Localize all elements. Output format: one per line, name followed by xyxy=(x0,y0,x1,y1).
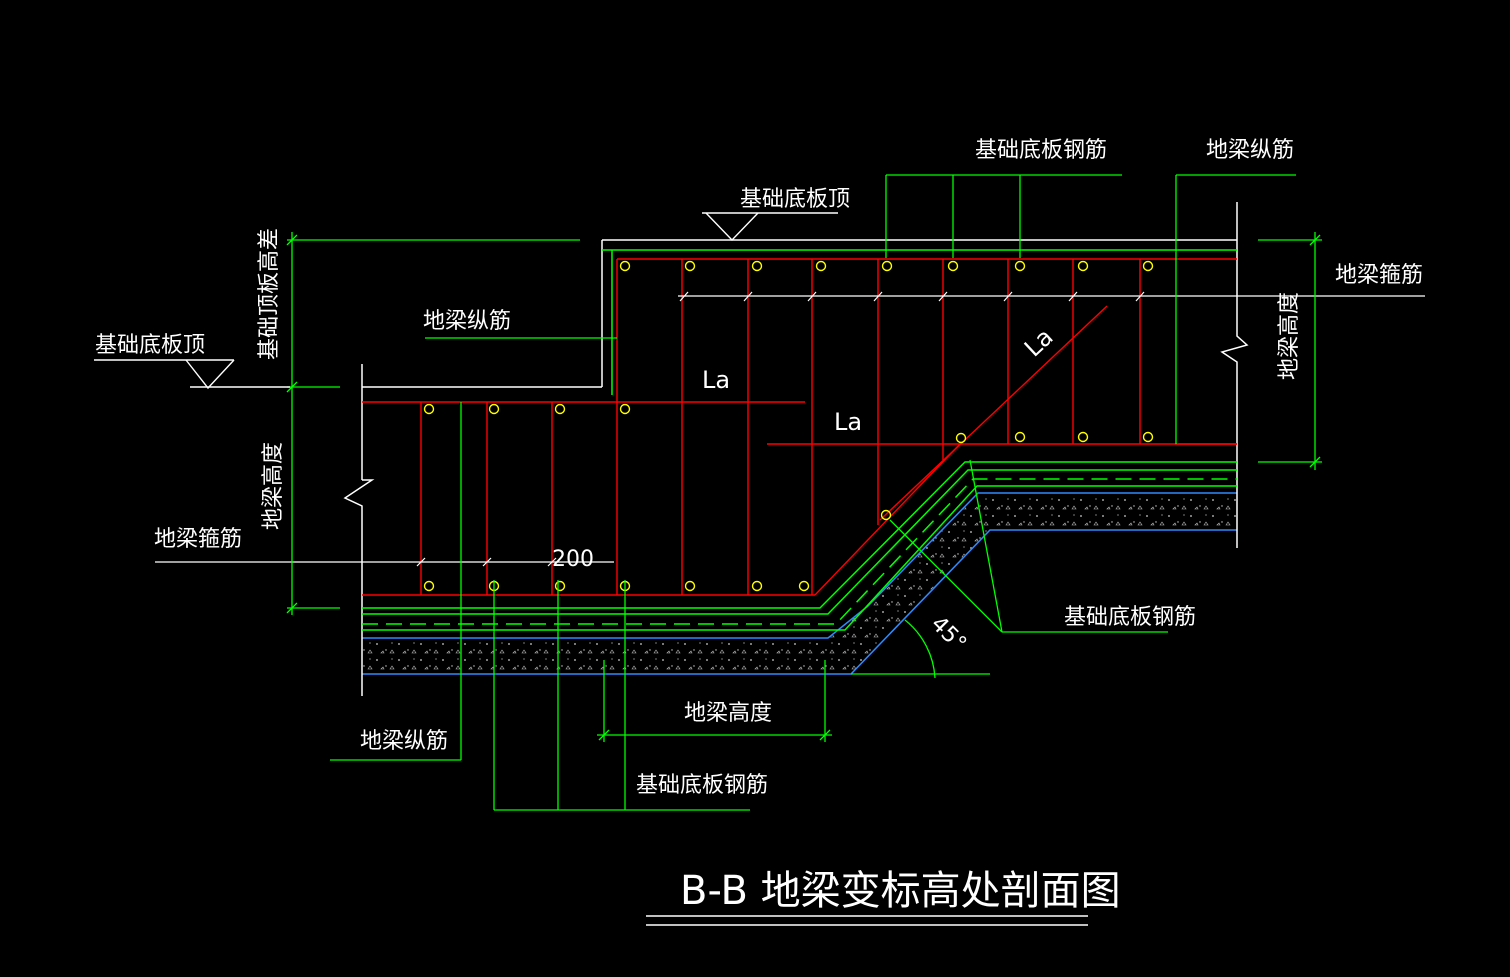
label-la-1: La xyxy=(702,366,730,394)
label-slab-top-left: 基础底板顶 xyxy=(95,333,205,358)
label-slab-bar-bottom: 基础底板钢筋 xyxy=(636,773,768,798)
dim-ticks xyxy=(286,234,1321,741)
label-beam-height-left: 地梁高度 xyxy=(261,442,286,530)
slab-rebar-lines xyxy=(362,249,1237,631)
label-la-2: La xyxy=(834,408,862,436)
label-beam-long-top: 地梁纵筋 xyxy=(1206,138,1294,163)
elevation-symbol-upper xyxy=(702,212,838,242)
beam-rebar xyxy=(362,258,1237,596)
label-beam-height-right: 地梁高度 xyxy=(1277,292,1302,380)
label-beam-stirrup-right: 地梁箍筋 xyxy=(1335,263,1423,288)
label-beam-long-left: 地梁纵筋 xyxy=(423,309,511,334)
title-underline xyxy=(646,915,1088,926)
label-beam-stirrup-left: 地梁箍筋 xyxy=(154,527,242,552)
label-slab-top-diff: 基础顶板高差 xyxy=(257,228,282,360)
leader-lines xyxy=(287,174,1322,811)
label-beam-long-bottom: 地梁纵筋 xyxy=(360,729,448,754)
label-slab-bar-top: 基础底板钢筋 xyxy=(975,138,1107,163)
label-slab-bar-right: 基础底板钢筋 xyxy=(1064,605,1196,630)
label-slab-top-upper: 基础底板顶 xyxy=(740,187,850,212)
rebar-dots xyxy=(423,260,1154,592)
elevation-symbol-left xyxy=(94,359,290,390)
label-angle-45: 45° xyxy=(926,612,971,657)
drawing-title: B-B 地梁变标高处剖面图 xyxy=(680,868,1121,914)
label-beam-height-bottom: 地梁高度 xyxy=(684,701,772,726)
stirrup-dim-lines xyxy=(155,291,1425,567)
concrete-outline xyxy=(343,202,1249,696)
label-dim-200: 200 xyxy=(552,547,594,572)
